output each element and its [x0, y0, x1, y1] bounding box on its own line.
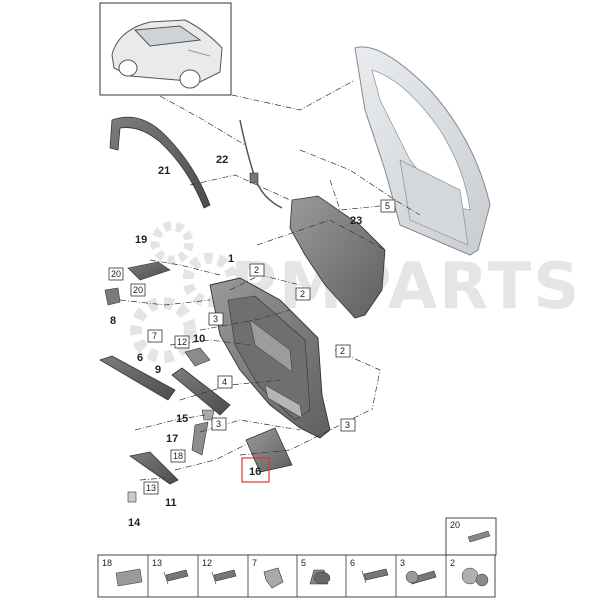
boxed-refs: 5 2 2 20 20 3 7 12 2 4 3 3 18 13 — [108, 199, 396, 495]
callout-1: 1 — [228, 253, 234, 265]
trim-strip-part-11 — [129, 451, 179, 485]
callout-6: 6 — [137, 352, 143, 364]
svg-text:3: 3 — [216, 419, 221, 429]
svg-text:13: 13 — [146, 483, 156, 493]
door-trim-panel-part — [209, 277, 331, 439]
sound-insulation-part — [289, 195, 386, 319]
callout-15: 15 — [176, 413, 188, 425]
callout-14: 14 — [128, 517, 141, 529]
fastener-cell-3: 3 — [400, 558, 405, 568]
svg-text:20: 20 — [133, 285, 143, 295]
fastener-cell-12: 12 — [202, 558, 212, 568]
svg-text:2: 2 — [300, 289, 305, 299]
door-shell — [354, 46, 491, 256]
callout-9: 9 — [155, 364, 161, 376]
fastener-cell-6: 6 — [350, 558, 355, 568]
svg-text:2: 2 — [340, 346, 345, 356]
highlight-box-16 — [241, 457, 270, 483]
svg-text:7: 7 — [152, 331, 157, 341]
svg-text:4: 4 — [222, 377, 227, 387]
callout-16: 16 — [249, 466, 261, 478]
fastener-cell-7: 7 — [252, 558, 257, 568]
callout-17: 17 — [166, 433, 178, 445]
clip-part-14 — [127, 491, 137, 503]
handle-part-10 — [184, 347, 211, 367]
trim-part-9 — [171, 367, 231, 416]
fastener-table: 20 18 13 12 7 5 6 3 2 — [97, 517, 497, 598]
guide-lines — [119, 79, 421, 481]
fastener-cell-18: 18 — [102, 558, 112, 568]
door-seal-part — [109, 116, 211, 209]
callout-21: 21 — [158, 165, 170, 177]
callout-labels: 22 21 23 19 1 8 10 6 9 15 17 11 14 — [110, 154, 362, 529]
callout-8: 8 — [110, 315, 116, 327]
clip-part-19 — [127, 261, 171, 281]
callout-23: 23 — [350, 215, 362, 227]
bracket-part-8 — [104, 287, 121, 306]
fastener-cell-2: 2 — [450, 558, 455, 568]
svg-text:3: 3 — [345, 420, 350, 430]
callout-19: 19 — [135, 234, 147, 246]
svg-text:5: 5 — [385, 201, 390, 211]
fastener-cell-5: 5 — [301, 558, 306, 568]
svg-text:18: 18 — [173, 451, 183, 461]
svg-text:20: 20 — [450, 520, 460, 530]
fastener-cell-13: 13 — [152, 558, 162, 568]
cable-part — [239, 119, 283, 209]
vehicle-thumbnail — [111, 19, 223, 89]
svg-text:3: 3 — [213, 314, 218, 324]
svg-text:2: 2 — [254, 265, 259, 275]
cover-part-16 — [245, 427, 293, 473]
callout-10: 10 — [193, 333, 205, 345]
armrest-part-6 — [99, 355, 176, 401]
svg-text:12: 12 — [177, 337, 187, 347]
callout-22: 22 — [216, 154, 228, 166]
cover-part-17 — [191, 421, 209, 456]
svg-text:20: 20 — [111, 269, 121, 279]
callout-11: 11 — [165, 497, 177, 509]
